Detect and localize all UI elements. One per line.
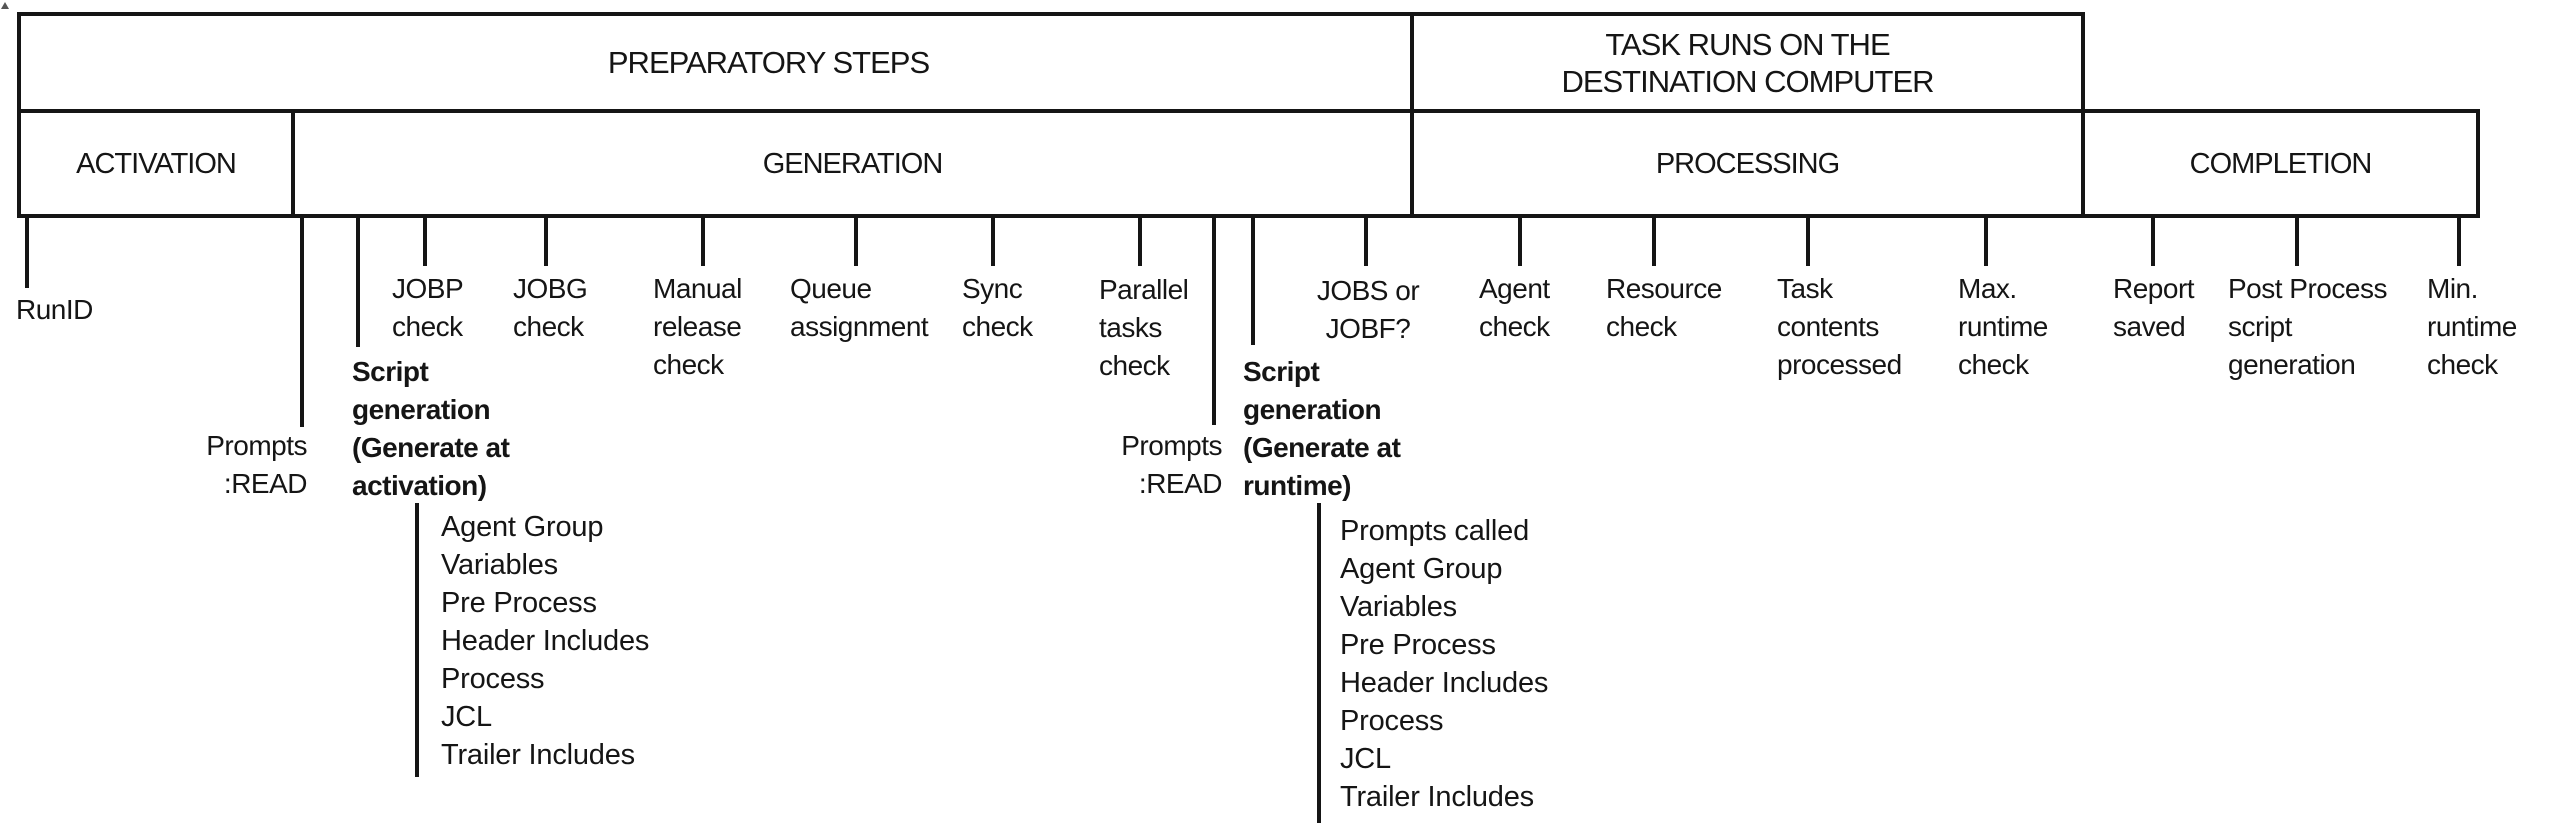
phase-label-activation: ACTIVATION: [76, 147, 237, 180]
sync-check-connector: [991, 214, 995, 266]
generate-at-runtime-items-line: [1317, 503, 1321, 823]
runid-label: RunID: [16, 294, 93, 325]
max-runtime-check-connector: [1984, 214, 1988, 266]
agent-check-label: Agent check: [1479, 273, 1550, 342]
list-item: Process: [1340, 705, 1444, 737]
list-item: Process: [441, 663, 545, 695]
max-runtime-check-label: Max. runtime check: [1958, 273, 2048, 380]
phase-label-preparatory-steps: PREPARATORY STEPS: [607, 45, 930, 80]
list-item: Agent Group: [1340, 553, 1503, 585]
min-runtime-check-label: Min. runtime check: [2427, 273, 2517, 380]
jobg-check-connector: [544, 214, 548, 266]
report-saved-label: Report saved: [2113, 273, 2195, 342]
phase-box-processing: PROCESSING: [1410, 109, 2085, 218]
queue-assignment-label: Queue assignment: [790, 273, 929, 342]
script-generation-runtime-label: Script generation (Generate at runtime): [1243, 356, 1401, 501]
parallel-tasks-check-label: Parallel tasks check: [1099, 274, 1189, 381]
agent-check-connector: [1518, 214, 1522, 266]
list-item: Prompts called: [1340, 515, 1529, 547]
queue-assignment-connector: [854, 214, 858, 266]
phase-label-generation: GENERATION: [762, 147, 944, 180]
list-item: Pre Process: [1340, 629, 1496, 661]
manual-release-check-connector: [701, 214, 705, 266]
prompts-read-runtime-label: Prompts :READ: [1121, 430, 1222, 499]
parallel-tasks-check-connector: [1138, 214, 1142, 266]
script-generation-activation-connector: [356, 214, 360, 347]
stray-corner-mark: [1, 2, 9, 9]
prompts-read-runtime-connector: [1212, 214, 1216, 425]
list-item: Variables: [1340, 591, 1457, 623]
script-generation-runtime-connector: [1251, 214, 1255, 345]
resource-check-label: Resource check: [1606, 273, 1722, 342]
list-item: Header Includes: [441, 625, 650, 657]
report-saved-connector: [2151, 214, 2155, 266]
jobg-check-label: JOBG check: [513, 273, 588, 342]
phase-label-processing: PROCESSING: [1655, 147, 1840, 180]
jobs-or-jobf-connector: [1364, 214, 1368, 266]
list-item: JCL: [1340, 743, 1391, 775]
phase-box-generation: GENERATION: [291, 109, 1414, 218]
resource-check-connector: [1652, 214, 1656, 266]
min-runtime-check-connector: [2457, 214, 2461, 266]
task-contents-processed-label: Task contents processed: [1777, 273, 1902, 380]
phase-box-preparatory-steps: PREPARATORY STEPS: [17, 12, 1414, 113]
jobp-check-connector: [423, 214, 427, 266]
prompts-read-activation-connector: [300, 214, 304, 427]
list-item: JCL: [441, 701, 492, 733]
list-item: Pre Process: [441, 587, 597, 619]
prompts-read-activation-label: Prompts :READ: [206, 430, 307, 499]
generate-at-activation-items-line: [415, 503, 419, 777]
jobs-or-jobf-label: JOBS or JOBF?: [1316, 275, 1420, 344]
list-item: Variables: [441, 549, 558, 581]
list-item: Agent Group: [441, 511, 604, 543]
task-contents-processed-connector: [1806, 214, 1810, 266]
phase-box-task-runs-destination: TASK RUNS ON THE DESTINATION COMPUTER: [1410, 12, 2085, 113]
post-process-script-generation-label: Post Process script generation: [2228, 273, 2387, 380]
manual-release-check-label: Manual release check: [653, 273, 742, 380]
phase-label-completion: COMPLETION: [2189, 147, 2373, 180]
runid-connector: [25, 214, 29, 288]
phase-box-activation: ACTIVATION: [17, 109, 295, 218]
list-item: Trailer Includes: [441, 739, 635, 771]
list-item: Trailer Includes: [1340, 781, 1534, 813]
phase-label-task-runs-destination: TASK RUNS ON THE DESTINATION COMPUTER: [1561, 26, 1934, 99]
sync-check-label: Sync check: [962, 273, 1033, 342]
jobp-check-label: JOBP check: [392, 273, 464, 342]
post-process-script-generation-connector: [2295, 214, 2299, 266]
phase-box-completion: COMPLETION: [2081, 109, 2480, 218]
list-item: Header Includes: [1340, 667, 1549, 699]
script-generation-activation-label: Script generation (Generate at activatio…: [352, 356, 510, 501]
